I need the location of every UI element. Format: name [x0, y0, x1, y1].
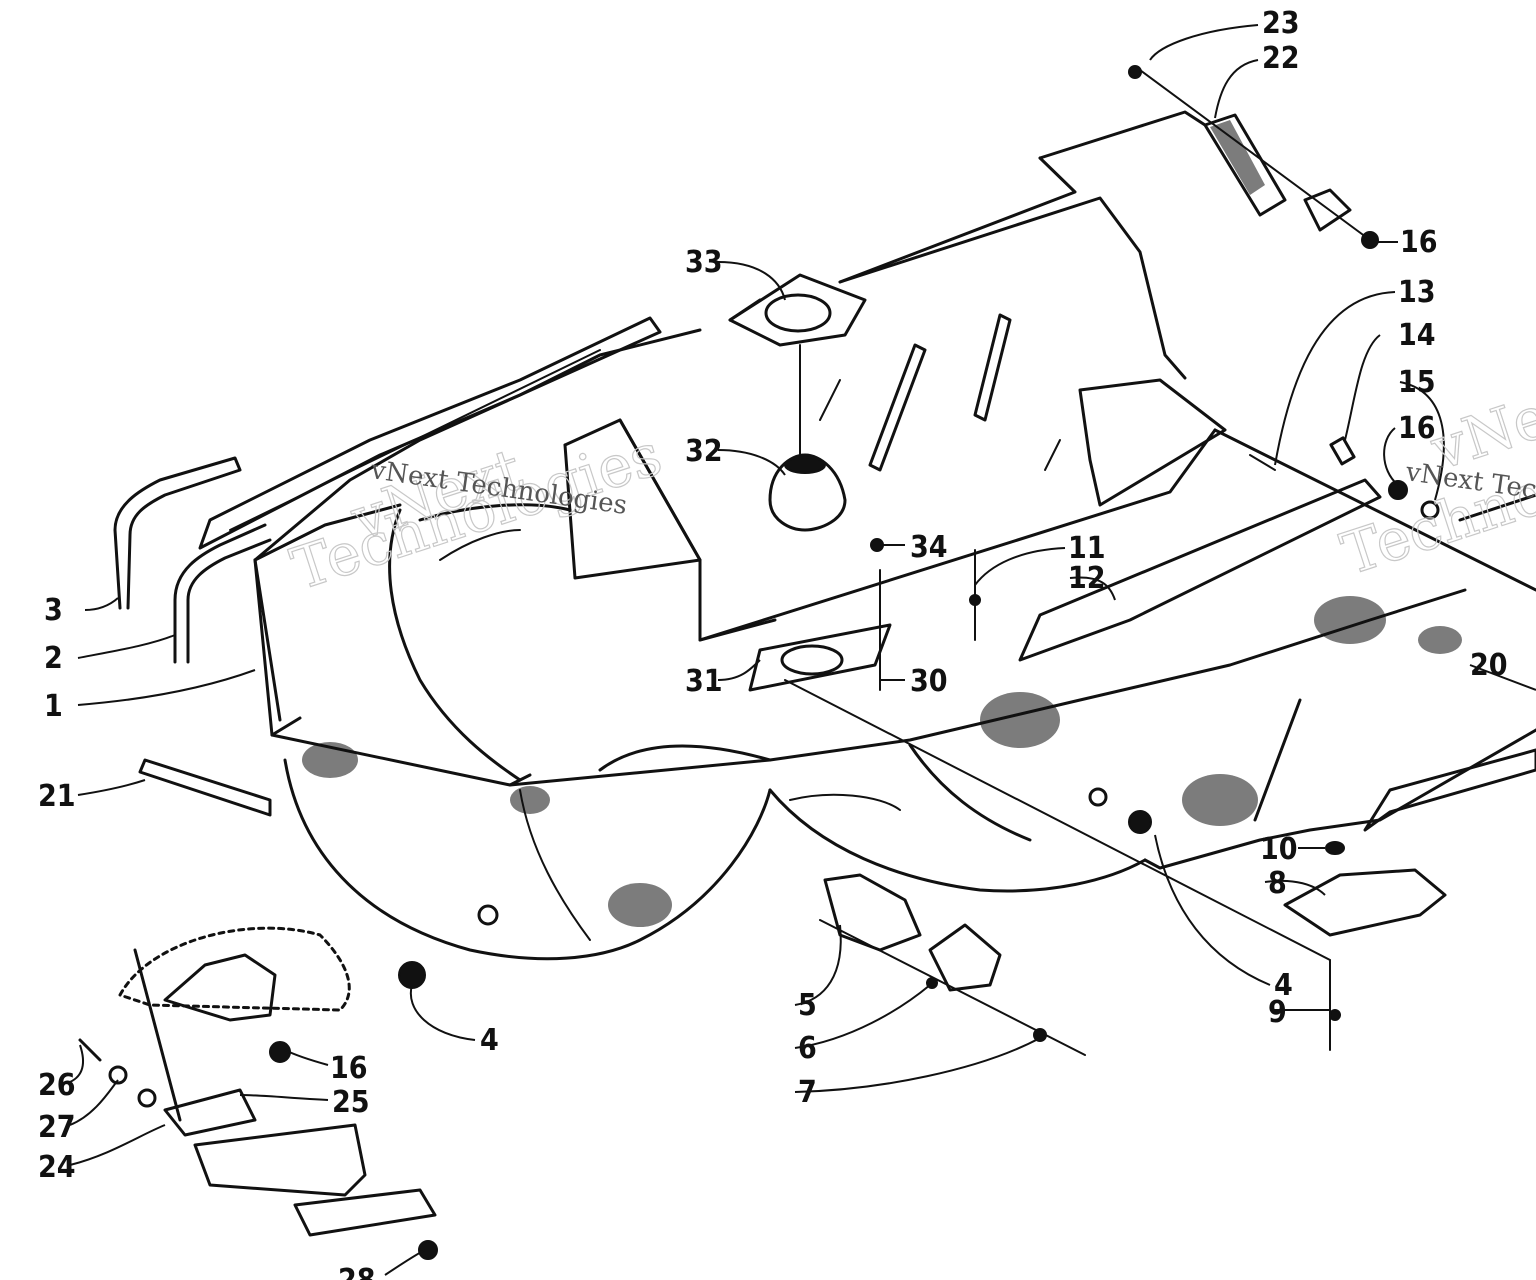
callout-1: 1 [44, 689, 63, 724]
callout-10: 10 [1260, 832, 1298, 867]
callout-13: 13 [1398, 275, 1436, 310]
callout-2: 2 [44, 641, 63, 676]
callout-22: 22 [1262, 41, 1300, 76]
callout-24: 24 [38, 1150, 76, 1185]
callout-8: 8 [1268, 866, 1287, 901]
callout-32: 32 [685, 434, 723, 469]
callout-4-right: 4 [1274, 968, 1293, 1003]
small-parts [78, 65, 1447, 1260]
callout-30: 30 [910, 664, 948, 699]
callout-15: 15 [1398, 365, 1436, 400]
callout-27: 27 [38, 1110, 76, 1145]
callout-6: 6 [798, 1031, 817, 1066]
callout-33: 33 [685, 245, 723, 280]
callout-5: 5 [798, 988, 817, 1023]
callout-16-right: 16 [1398, 411, 1436, 446]
callout-14: 14 [1398, 318, 1436, 353]
callout-26: 26 [38, 1068, 76, 1103]
callout-9: 9 [1268, 995, 1287, 1030]
callout-20: 20 [1470, 648, 1508, 683]
callout-16-top: 16 [1400, 225, 1438, 260]
callout-labels: 1 2 3 21 4 4 5 6 7 8 9 10 11 12 13 14 15… [38, 6, 1508, 1280]
callout-31: 31 [685, 664, 723, 699]
leader-lines [69, 24, 1536, 1276]
callout-4-left: 4 [480, 1023, 499, 1058]
callout-11: 11 [1068, 531, 1106, 566]
callout-34: 34 [910, 530, 948, 565]
callout-12: 12 [1068, 561, 1106, 596]
callout-16-lower: 16 [330, 1051, 368, 1086]
callout-7: 7 [798, 1075, 817, 1110]
callout-28: 28 [338, 1263, 376, 1280]
callout-25: 25 [332, 1085, 370, 1120]
belly-pan-drawing [198, 110, 1536, 1051]
callout-23: 23 [1262, 6, 1300, 41]
callout-21: 21 [38, 779, 76, 814]
callout-3: 3 [44, 593, 63, 628]
